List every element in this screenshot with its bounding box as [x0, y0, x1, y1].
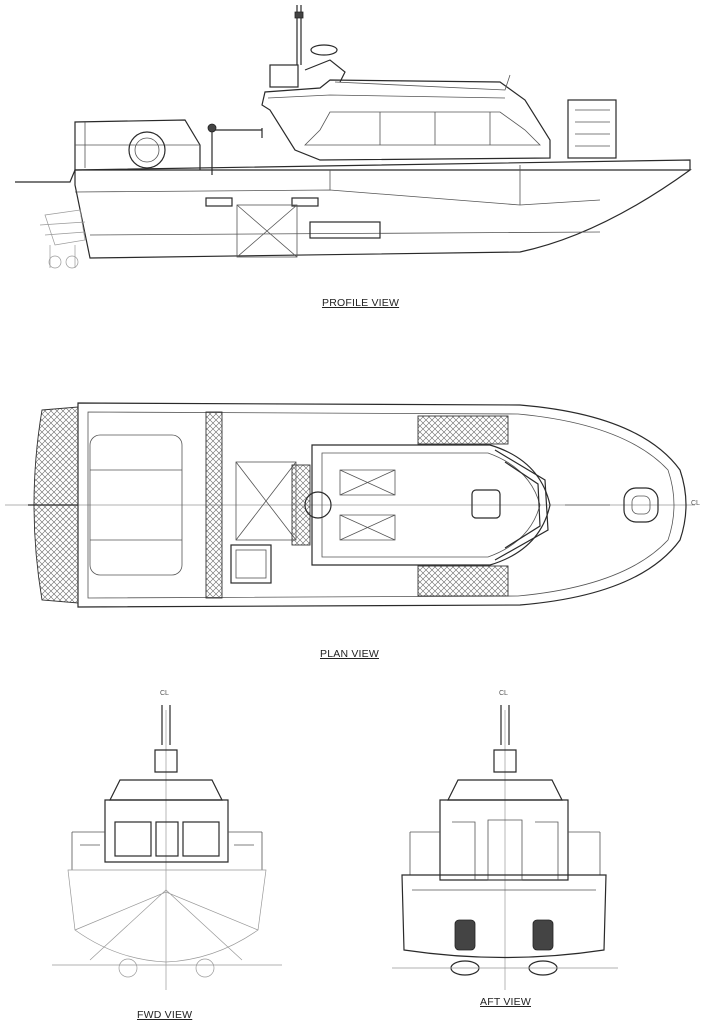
profile-davit-crane — [211, 125, 263, 175]
fwd-view-drawing — [52, 705, 282, 990]
plan-view-drawing — [5, 402, 695, 608]
engine-room-box — [236, 204, 298, 258]
profile-chine-line — [89, 231, 601, 236]
plan-centerline-label: CL — [691, 500, 700, 507]
aft-deck-hatch — [89, 434, 183, 576]
profile-aft-bulwark — [74, 119, 201, 170]
anchor-well — [623, 487, 659, 523]
plan-mast-circle — [304, 491, 332, 519]
plan-cabin — [311, 444, 551, 566]
profile-hull — [74, 169, 692, 259]
profile-view-drawing — [15, 5, 692, 269]
aft-transom — [401, 874, 607, 959]
fwd-view-label: FWD VIEW — [137, 1009, 193, 1021]
fwd-hull — [67, 869, 267, 963]
fwd-cabin — [104, 799, 229, 863]
plan-hull-outline — [77, 402, 687, 608]
aft-view-label: AFT VIEW — [480, 996, 531, 1008]
profile-cabin — [261, 79, 551, 161]
aft-cabin — [439, 799, 569, 881]
life-ring — [128, 131, 166, 169]
aft-view-drawing — [392, 705, 618, 990]
profile-sheer-line — [15, 159, 691, 183]
profile-view-label: PROFILE VIEW — [322, 297, 400, 309]
roof-console — [269, 64, 299, 88]
aft-centerline-label: CL — [499, 690, 508, 697]
deck-hatch-square — [230, 544, 272, 584]
aft-outboard-engines — [450, 919, 558, 976]
plan-view-label: PLAN VIEW — [320, 648, 379, 660]
bow-rail-frame — [567, 99, 617, 159]
radar-dome — [310, 44, 338, 56]
outboard-engines — [39, 209, 86, 269]
fwd-centerline-label: CL — [160, 690, 169, 697]
